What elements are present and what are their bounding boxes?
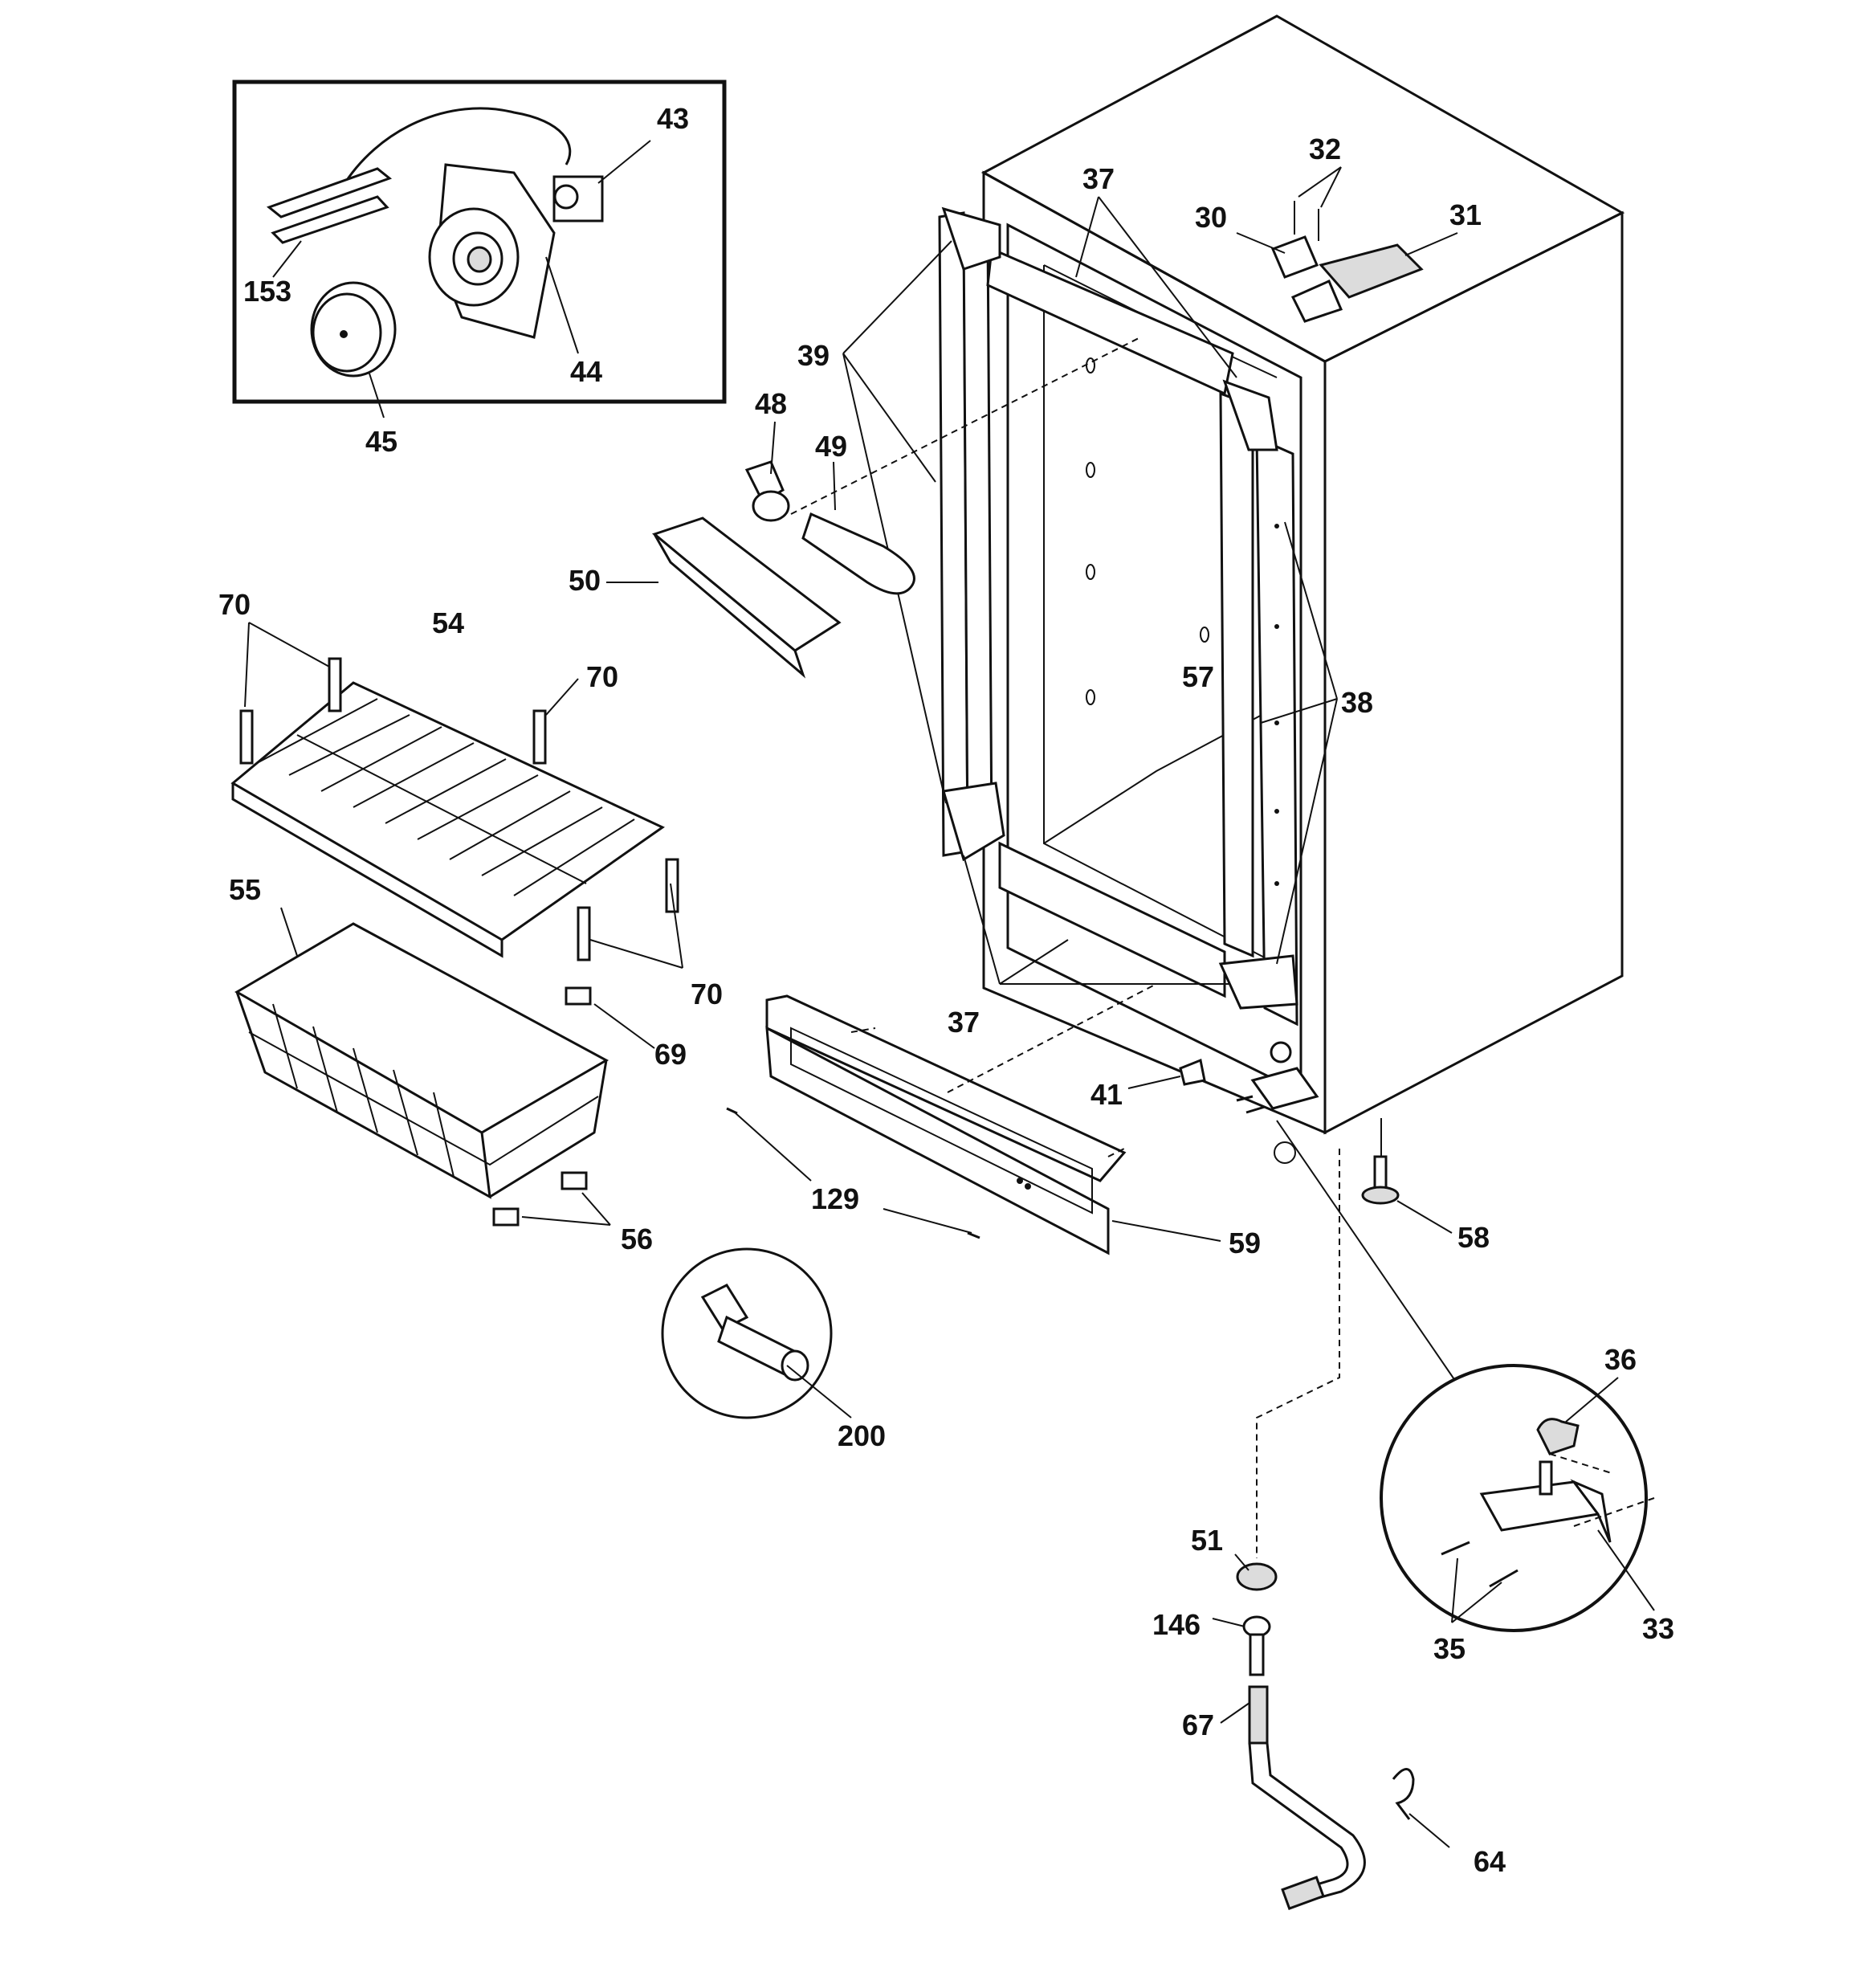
callout-32: 32 [1309,133,1341,165]
callout-31: 31 [1449,198,1482,231]
callout-30: 30 [1195,201,1227,234]
callout-50: 50 [569,564,601,597]
fan-bracket [428,163,556,339]
callout-37-bottom: 37 [948,1006,980,1039]
shelf-support-3 [532,709,547,765]
callout-129: 129 [811,1182,859,1215]
heater-strip [266,167,393,244]
callout-labels: 43 153 44 45 37 32 30 31 39 48 49 50 70 … [218,102,1674,1878]
fitting-detail [661,1247,833,1419]
leveling-leg [1361,1155,1400,1205]
shelf-support-1 [239,709,254,765]
basket-glide-56b [561,1171,588,1190]
callout-39: 39 [797,339,830,372]
callout-70-c: 70 [691,978,723,1010]
callout-49: 49 [815,430,847,463]
callout-41: 41 [1090,1078,1123,1111]
shelf-support-5 [665,858,679,913]
screw-35b [1489,1569,1519,1588]
callout-59: 59 [1229,1227,1261,1259]
basket-glide-56a [492,1207,520,1227]
callout-37-top: 37 [1082,162,1115,195]
callout-153: 153 [243,275,291,308]
light-bulb [801,512,915,595]
fan-motor [552,175,604,222]
callout-48: 48 [755,387,787,420]
screw-35a [1441,1541,1470,1556]
callout-35: 35 [1433,1632,1466,1665]
screw-129b [967,1231,980,1239]
inset-box [232,80,727,418]
callout-67: 67 [1182,1708,1214,1741]
callout-200: 200 [838,1419,886,1452]
top-hinge [1271,201,1424,323]
liner-holes [1086,357,1241,705]
shelf-support-4 [577,906,591,961]
clip-64 [1392,1768,1415,1820]
drain-tube-67 [1248,1685,1366,1910]
freezer-cabinet [980,14,1625,1135]
door-stop-41 [1179,1058,1206,1086]
callout-36: 36 [1604,1343,1637,1376]
wire-shelf [230,681,665,958]
gasket-screws [1274,524,1279,886]
wire-basket [234,922,609,1199]
callout-43: 43 [657,102,689,135]
callout-58: 58 [1457,1221,1490,1254]
callout-55: 55 [229,873,261,906]
callout-33: 33 [1642,1612,1674,1645]
callout-38: 38 [1341,686,1373,719]
callout-56: 56 [621,1223,653,1255]
callout-54: 54 [432,606,464,639]
toe-grille [765,994,1127,1255]
fan-blade [310,281,397,378]
shelf-tray [651,516,842,679]
callout-69: 69 [654,1038,687,1071]
light-socket [744,460,790,522]
drain-trough-146 [1242,1615,1271,1676]
basket-stop-69 [565,986,592,1006]
callout-51: 51 [1191,1524,1223,1557]
hinge-detail [1380,1364,1655,1632]
callout-70-a: 70 [218,588,251,621]
callout-44: 44 [570,355,602,388]
shelf-support-2 [328,657,342,712]
callout-70-b: 70 [586,660,618,693]
callout-146: 146 [1152,1608,1201,1641]
drain-cap-51 [1236,1562,1278,1591]
callout-57: 57 [1182,660,1214,693]
door-gasket [938,206,1298,1027]
callout-64: 64 [1474,1845,1506,1878]
callout-45: 45 [365,425,397,458]
bottom-hinge [1236,1041,1319,1164]
